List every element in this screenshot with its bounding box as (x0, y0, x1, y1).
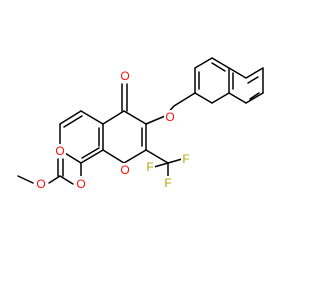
atom-label: F (182, 152, 189, 166)
bond (153, 162, 169, 168)
bond (123, 149, 147, 164)
atom-label: O (36, 177, 45, 191)
atom-label: O (165, 110, 174, 124)
structure-canvas: O O O O O O F F F (17, 57, 264, 191)
bond (59, 175, 74, 185)
bond (48, 175, 61, 184)
bond (102, 110, 125, 125)
atom-layer: O O O O O O F F F (35, 69, 191, 191)
bond (247, 76, 259, 84)
atom-label: O (55, 144, 64, 158)
bond (245, 92, 264, 104)
bond (167, 158, 183, 164)
bond (81, 147, 100, 159)
bond (59, 110, 82, 125)
bond (228, 92, 247, 104)
bond-layer (17, 57, 264, 185)
bond (102, 149, 125, 164)
atom-label: O (76, 177, 85, 191)
bond (17, 175, 34, 184)
atom-label: F (164, 176, 171, 190)
atom-label: F (146, 160, 153, 174)
bond (145, 115, 166, 125)
bond (123, 110, 147, 125)
bond (245, 67, 264, 79)
bond (211, 62, 226, 72)
bond (211, 57, 230, 69)
bond (63, 115, 83, 128)
bond (80, 110, 104, 125)
bond (211, 92, 230, 104)
bond (249, 92, 260, 100)
bond (145, 149, 169, 164)
bond (228, 67, 247, 79)
bond (194, 92, 213, 104)
atom-label: O (120, 69, 129, 83)
bond (80, 149, 104, 164)
bond (173, 92, 196, 107)
bond (194, 57, 213, 69)
atom-label: O (120, 163, 129, 177)
molecule-drawing: O O O O O O F F F (17, 57, 264, 191)
